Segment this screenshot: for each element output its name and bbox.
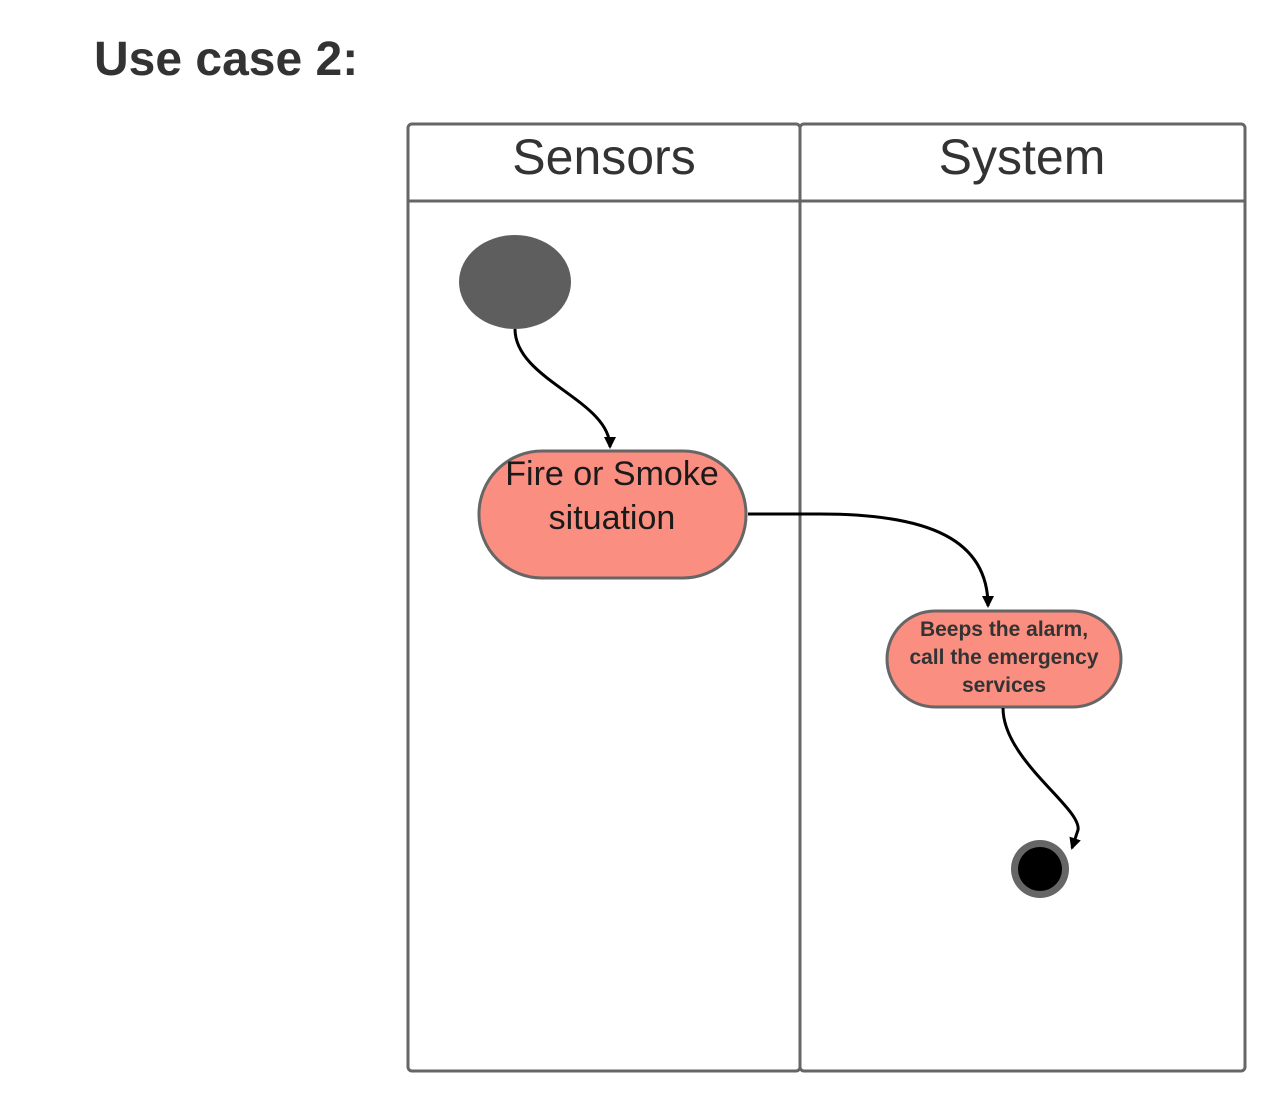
lane-system-body [798, 122, 1247, 1073]
activity-beeps-alarm-line-1: Beeps the alarm, [920, 618, 1088, 641]
activity-beeps-alarm-line-3: services [962, 674, 1046, 697]
activity-fire-or-smoke-line-2: situation [549, 499, 676, 537]
page-title: Use case 2: [94, 33, 359, 86]
activity-beeps-alarm-shape [885, 609, 1123, 709]
activity-beeps-alarm: Beeps the alarm, call the emergency serv… [885, 609, 1123, 709]
activity-fire-or-smoke-shape [477, 449, 748, 580]
edge-alarm-to-end [1001, 707, 1081, 850]
activity-beeps-alarm-line-2: call the emergency [909, 646, 1098, 669]
lane-system: System [798, 122, 1247, 1073]
end-node-core [1018, 847, 1062, 891]
activity-fire-or-smoke-line-1: Fire or Smoke [505, 455, 719, 493]
end-node [1011, 840, 1069, 898]
activity-fire-or-smoke: Fire or Smoke situation [477, 449, 748, 580]
start-node [459, 235, 571, 329]
lane-sensors-label: Sensors [512, 129, 695, 185]
lane-system-label: System [939, 129, 1106, 185]
edge-fire-to-alarm [748, 512, 994, 608]
edge-start-to-fire [513, 328, 616, 449]
